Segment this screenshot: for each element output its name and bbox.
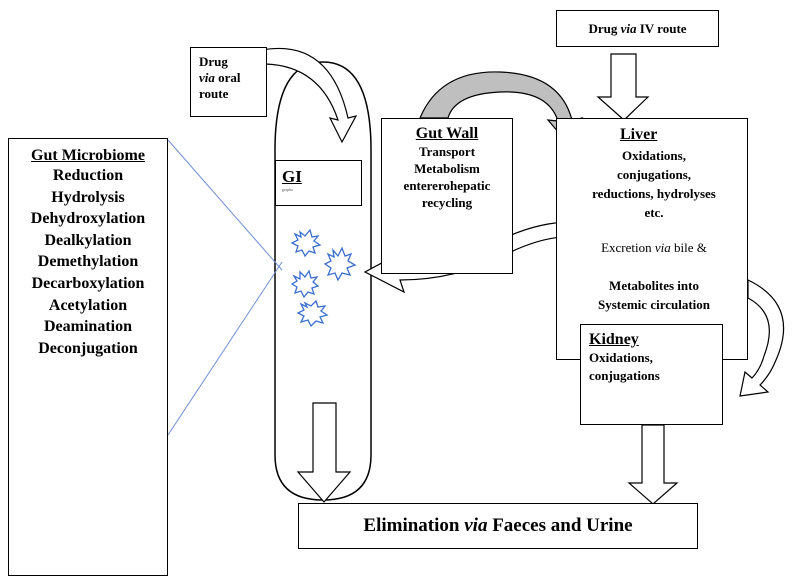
oral-route-box: Drug via oral route: [190, 47, 267, 117]
gut-wall-box: Gut Wall Transport Metabolism entererohe…: [381, 118, 513, 274]
kidney-line: Oxidations,: [589, 350, 653, 365]
microbe-icon: [290, 228, 322, 258]
microbiome-item: Hydrolysis: [51, 188, 125, 206]
microbiome-item: Decarboxylation: [31, 274, 145, 292]
gut-microbiome-title: Gut Microbiome: [31, 147, 145, 164]
liver-box: [556, 118, 748, 360]
microbiome-item: Dehydroxylation: [30, 210, 146, 228]
liver-to-kidney-arrow: [739, 279, 785, 397]
gut-wall-line: Transport: [418, 144, 476, 159]
liver-function-line: conjugations,: [616, 167, 692, 182]
gi-tract-outline: [274, 61, 372, 501]
gut-microbiome-box: Gut Microbiome Reduction Hydrolysis Dehy…: [8, 138, 168, 576]
kidney-elimination-arrow: [627, 424, 679, 505]
gut-wall-line: recycling: [421, 195, 473, 210]
gi-elimination-arrow: [296, 402, 352, 503]
kidney-line: conjugations: [589, 368, 660, 383]
iv-route-suffix: IV route: [636, 20, 687, 36]
microbiome-item: Demethylation: [37, 253, 139, 271]
microbiome-item: Reduction: [52, 167, 124, 184]
oral-route-line1: Drug: [199, 54, 228, 69]
gut-wall-line: Metabolism: [414, 161, 480, 176]
oral-route-arrow: [261, 47, 358, 144]
liver-excretion-via: via: [654, 240, 671, 255]
kidney-box: Kidney Oxidations, conjugations: [580, 324, 723, 425]
liver-excretion: Excretion via bile &: [565, 238, 743, 258]
microbiome-item: Dealkylation: [44, 231, 132, 249]
elimination-via: via: [464, 515, 488, 536]
microbe-icon: [323, 246, 357, 282]
iv-route-prefix: Drug: [588, 20, 621, 36]
gi-label-box: GI grapho: [275, 160, 362, 206]
elimination-prefix: Elimination: [363, 515, 465, 536]
kidney-title: Kidney: [589, 331, 639, 348]
liver-metabolites-line: Systemic circulation: [597, 297, 711, 312]
microbiome-item: Deamination: [44, 318, 132, 336]
liver-functions: Oxidations, conjugations, reductions, hy…: [565, 146, 743, 222]
oral-route-line3: route: [199, 86, 229, 101]
liver-function-line: etc.: [644, 205, 664, 220]
gut-wall-line: entererohepatic: [403, 178, 491, 193]
microbiome-item: Deconjugation: [38, 339, 138, 357]
microbe-icon: [296, 299, 329, 328]
liver-metabolites-line: Metabolites into: [609, 278, 699, 293]
gi-title: GI: [282, 167, 302, 186]
gut-wall-title: Gut Wall: [415, 125, 479, 142]
liver-function-line: reductions, hydrolyses: [592, 186, 716, 201]
iv-route-box: Drug via IV route: [556, 10, 719, 47]
elimination-box: Elimination via Faeces and Urine: [298, 503, 698, 549]
liver-title: Liver: [620, 126, 658, 143]
oral-route-via: via: [199, 70, 215, 85]
microbiome-connector-bottom: [167, 261, 283, 436]
liver-excretion-prefix: Excretion: [601, 240, 655, 255]
iv-route-arrow: [596, 53, 650, 121]
microbiome-connector-top: [167, 139, 283, 271]
gi-tiny-text: grapho: [282, 187, 294, 192]
liver-function-line: Oxidations,: [622, 148, 686, 163]
liver-metabolites: Metabolites into Systemic circulation: [565, 276, 743, 314]
oral-route-line2: via oral: [199, 70, 258, 86]
microbe-icons: [290, 228, 357, 328]
microbe-icon: [290, 269, 320, 299]
elimination-suffix: Faeces and Urine: [487, 515, 633, 536]
oral-route-word: oral: [214, 70, 241, 85]
iv-route-via: via: [620, 20, 637, 36]
liver-excretion-suffix: bile &: [670, 240, 707, 255]
microbiome-item: Acetylation: [48, 296, 128, 314]
